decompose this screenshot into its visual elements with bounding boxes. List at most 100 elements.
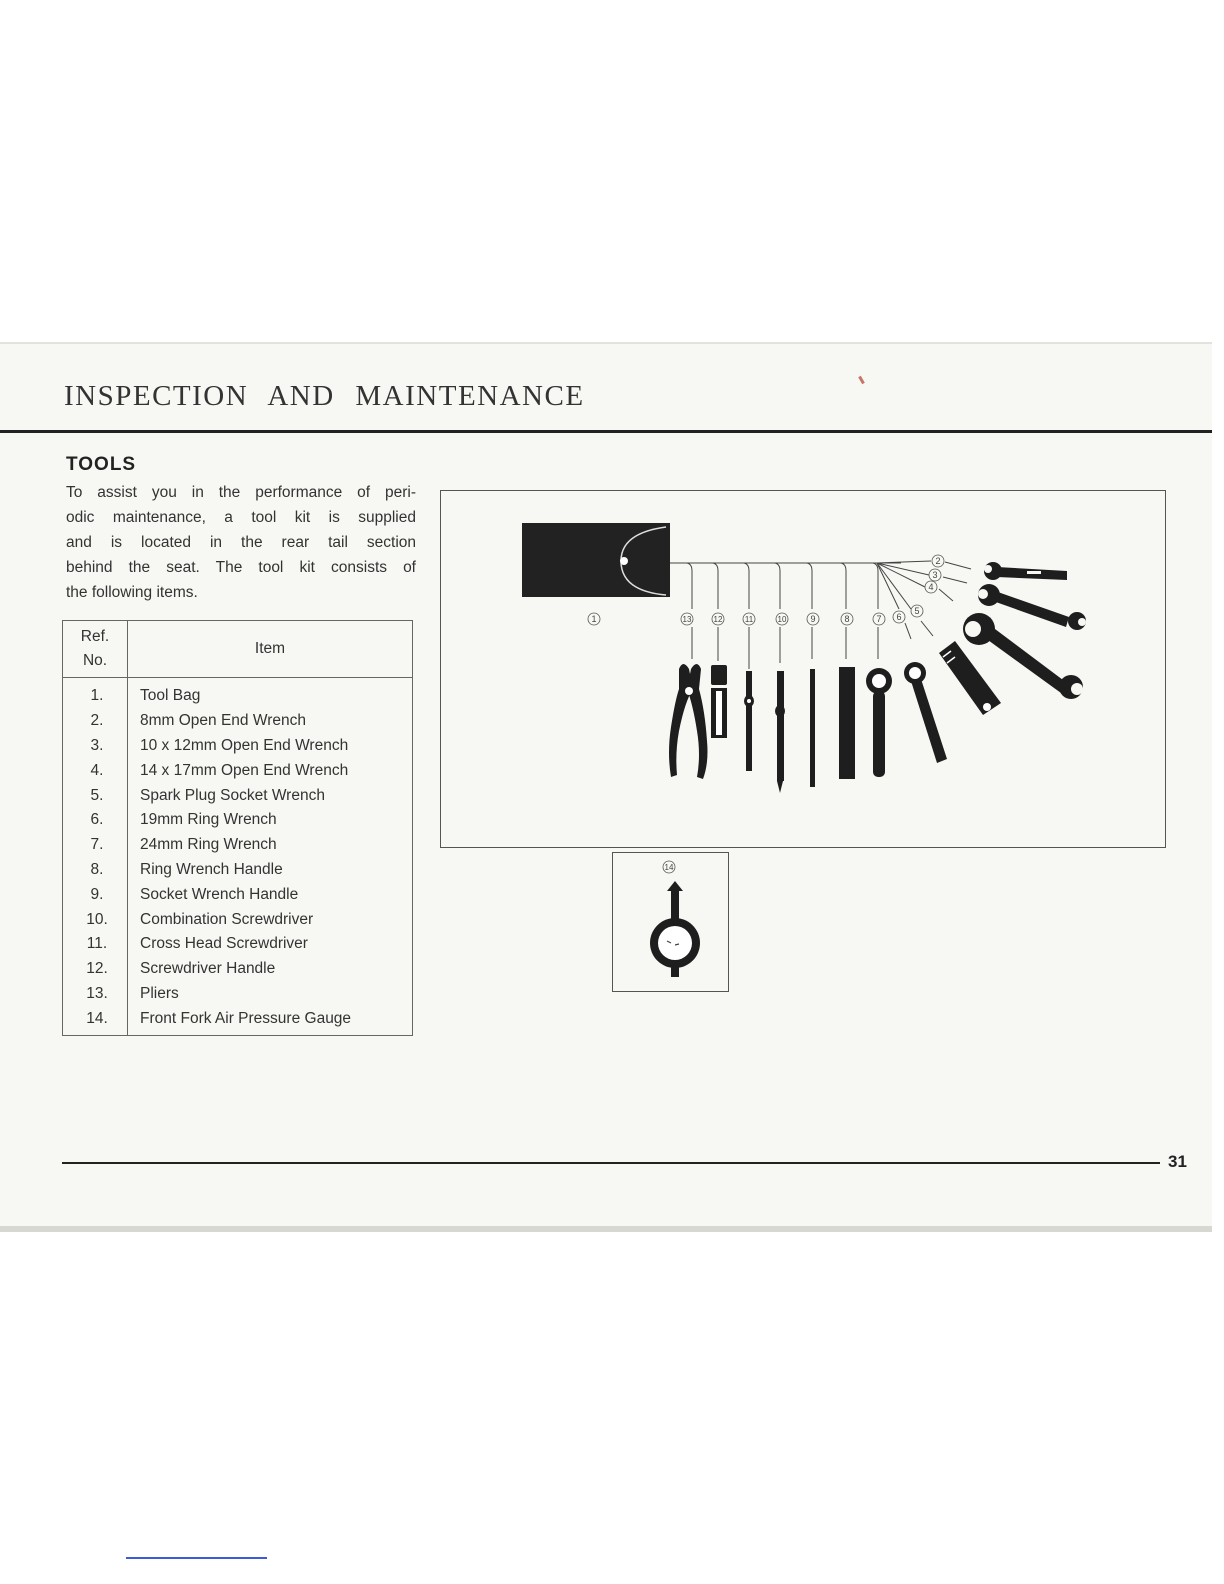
section-title: TOOLS: [66, 454, 137, 475]
tool-list-table: Ref. No. Item 1.Tool Bag 2.8mm Open End …: [62, 620, 413, 1037]
table-header-row: Ref. No. Item: [62, 620, 413, 678]
item-name: 8mm Open End Wrench: [127, 708, 413, 734]
ring-wrench-19mm-icon: [904, 662, 947, 763]
callout-13-icon: 13: [680, 612, 694, 626]
svg-text:3: 3: [932, 570, 937, 580]
no-header-line: No.: [82, 652, 108, 669]
intro-line: odic maintenance, a tool kit is supplied: [66, 509, 416, 526]
combination-screwdriver-icon: [775, 671, 785, 793]
table-row: 10.Combination Screwdriver: [62, 907, 413, 932]
item-name: 19mm Ring Wrench: [127, 807, 413, 833]
svg-text:12: 12: [714, 615, 723, 624]
callout-markers: 1 13 12 11 10 9 8 7 6 5 4 3 2: [587, 554, 945, 626]
tool-bag-icon: [522, 523, 670, 597]
ref-number: 6.: [62, 807, 128, 833]
item-name: Ring Wrench Handle: [127, 857, 413, 883]
intro-line: the following items.: [66, 584, 198, 601]
header-rule: [0, 430, 1212, 433]
svg-text:8: 8: [844, 614, 849, 624]
callout-11-icon: 11: [742, 612, 756, 626]
table-row: 9.Socket Wrench Handle: [62, 882, 413, 908]
item-name: 24mm Ring Wrench: [127, 832, 413, 858]
callout-14-icon: 14: [662, 860, 676, 874]
item-name: Combination Screwdriver: [127, 907, 413, 932]
svg-text:10: 10: [778, 615, 787, 624]
table-row: 4.14 x 17mm Open End Wrench: [62, 758, 413, 784]
item-name: Tool Bag: [127, 677, 413, 709]
table-row: 14.Front Fork Air Pressure Gauge: [62, 1006, 413, 1037]
svg-text:14: 14: [665, 863, 674, 872]
item-name: Screwdriver Handle: [127, 956, 413, 982]
ref-number: 7.: [62, 832, 128, 858]
item-name: Spark Plug Socket Wrench: [127, 783, 413, 808]
manual-page: INSPECTION AND MAINTENANCE TOOLS To assi…: [0, 342, 1212, 1232]
intro-paragraph: To assist you in the performance of peri…: [66, 480, 416, 605]
item-name: Cross Head Screwdriver: [127, 931, 413, 957]
open-end-wrench-10x12-icon: [978, 584, 1086, 630]
item-name: 14 x 17mm Open End Wrench: [127, 758, 413, 784]
callout-7-icon: 7: [872, 612, 886, 626]
ref-number: 2.: [62, 708, 128, 734]
svg-text:11: 11: [745, 615, 754, 624]
open-end-wrench-14x17-icon: [963, 613, 1083, 699]
table-row: 13.Pliers: [62, 981, 413, 1007]
table-row: 8.Ring Wrench Handle: [62, 857, 413, 883]
ref-number: 12.: [62, 956, 128, 982]
air-pressure-gauge-illustration: 14: [650, 860, 700, 977]
ref-number: 9.: [62, 882, 128, 908]
spark-plug-socket-wrench-icon: [939, 641, 1001, 715]
intro-line: behind the seat. The tool kit consists o…: [66, 559, 416, 576]
cross-head-screwdriver-icon: [744, 671, 754, 771]
svg-text:6: 6: [896, 612, 901, 622]
item-name: 10 x 12mm Open End Wrench: [127, 733, 413, 759]
table-row: 6.19mm Ring Wrench: [62, 807, 413, 833]
tool-kit-illustration: 1 13 12 11 10 9 8 7 6 5 4 3 2: [522, 523, 1086, 793]
callout-9-icon: 9: [806, 612, 820, 626]
callout-10-icon: 10: [775, 612, 789, 626]
pressure-gauge-icon: [650, 881, 700, 977]
ref-number: 5.: [62, 783, 128, 808]
pliers-icon: [669, 664, 708, 779]
intro-line: and is located in the rear tail section: [66, 534, 416, 551]
table-row: 12.Screwdriver Handle: [62, 956, 413, 982]
ref-number: 4.: [62, 758, 128, 784]
table-row: 3.10 x 12mm Open End Wrench: [62, 733, 413, 759]
table-row: 2.8mm Open End Wrench: [62, 708, 413, 734]
item-header: Item: [127, 620, 413, 678]
callout-12-icon: 12: [711, 612, 725, 626]
svg-text:7: 7: [876, 614, 881, 624]
ref-number: 14.: [62, 1006, 128, 1037]
screwdriver-handle-icon: [711, 665, 727, 738]
callout-8-icon: 8: [840, 612, 854, 626]
intro-line: To assist you in the performance of peri…: [66, 484, 416, 501]
ref-no-header: Ref. No.: [62, 620, 128, 678]
callout-lines: [670, 560, 972, 669]
table-row: 7.24mm Ring Wrench: [62, 832, 413, 858]
svg-text:2: 2: [935, 556, 940, 566]
ref-number: 13.: [62, 981, 128, 1007]
ref-header-line: Ref.: [80, 628, 110, 645]
svg-text:5: 5: [914, 606, 919, 616]
table-row: 1.Tool Bag: [62, 677, 413, 709]
ref-number: 3.: [62, 733, 128, 759]
link-underline[interactable]: [126, 1557, 267, 1559]
air-pressure-gauge-figure: 14: [612, 852, 729, 992]
socket-wrench-handle-icon: [810, 669, 815, 787]
page-number: 31: [1168, 1152, 1187, 1171]
table-row: 5.Spark Plug Socket Wrench: [62, 783, 413, 808]
callout-4-icon: 4: [924, 580, 938, 594]
footer-rule: [62, 1162, 1160, 1164]
ring-wrench-handle-icon: [839, 667, 855, 779]
callout-6-icon: 6: [892, 610, 906, 624]
page-header-title: INSPECTION AND MAINTENANCE: [64, 380, 585, 412]
callout-5-icon: 5: [910, 604, 924, 618]
svg-text:9: 9: [810, 614, 815, 624]
item-name: Pliers: [127, 981, 413, 1007]
ref-number: 1.: [62, 677, 128, 709]
svg-text:4: 4: [928, 582, 933, 592]
ref-number: 8.: [62, 857, 128, 883]
item-name: Front Fork Air Pressure Gauge: [127, 1006, 413, 1037]
open-end-wrench-8mm-icon: [984, 562, 1067, 580]
print-mark: [858, 375, 865, 385]
ring-wrench-24mm-icon: [866, 668, 892, 777]
